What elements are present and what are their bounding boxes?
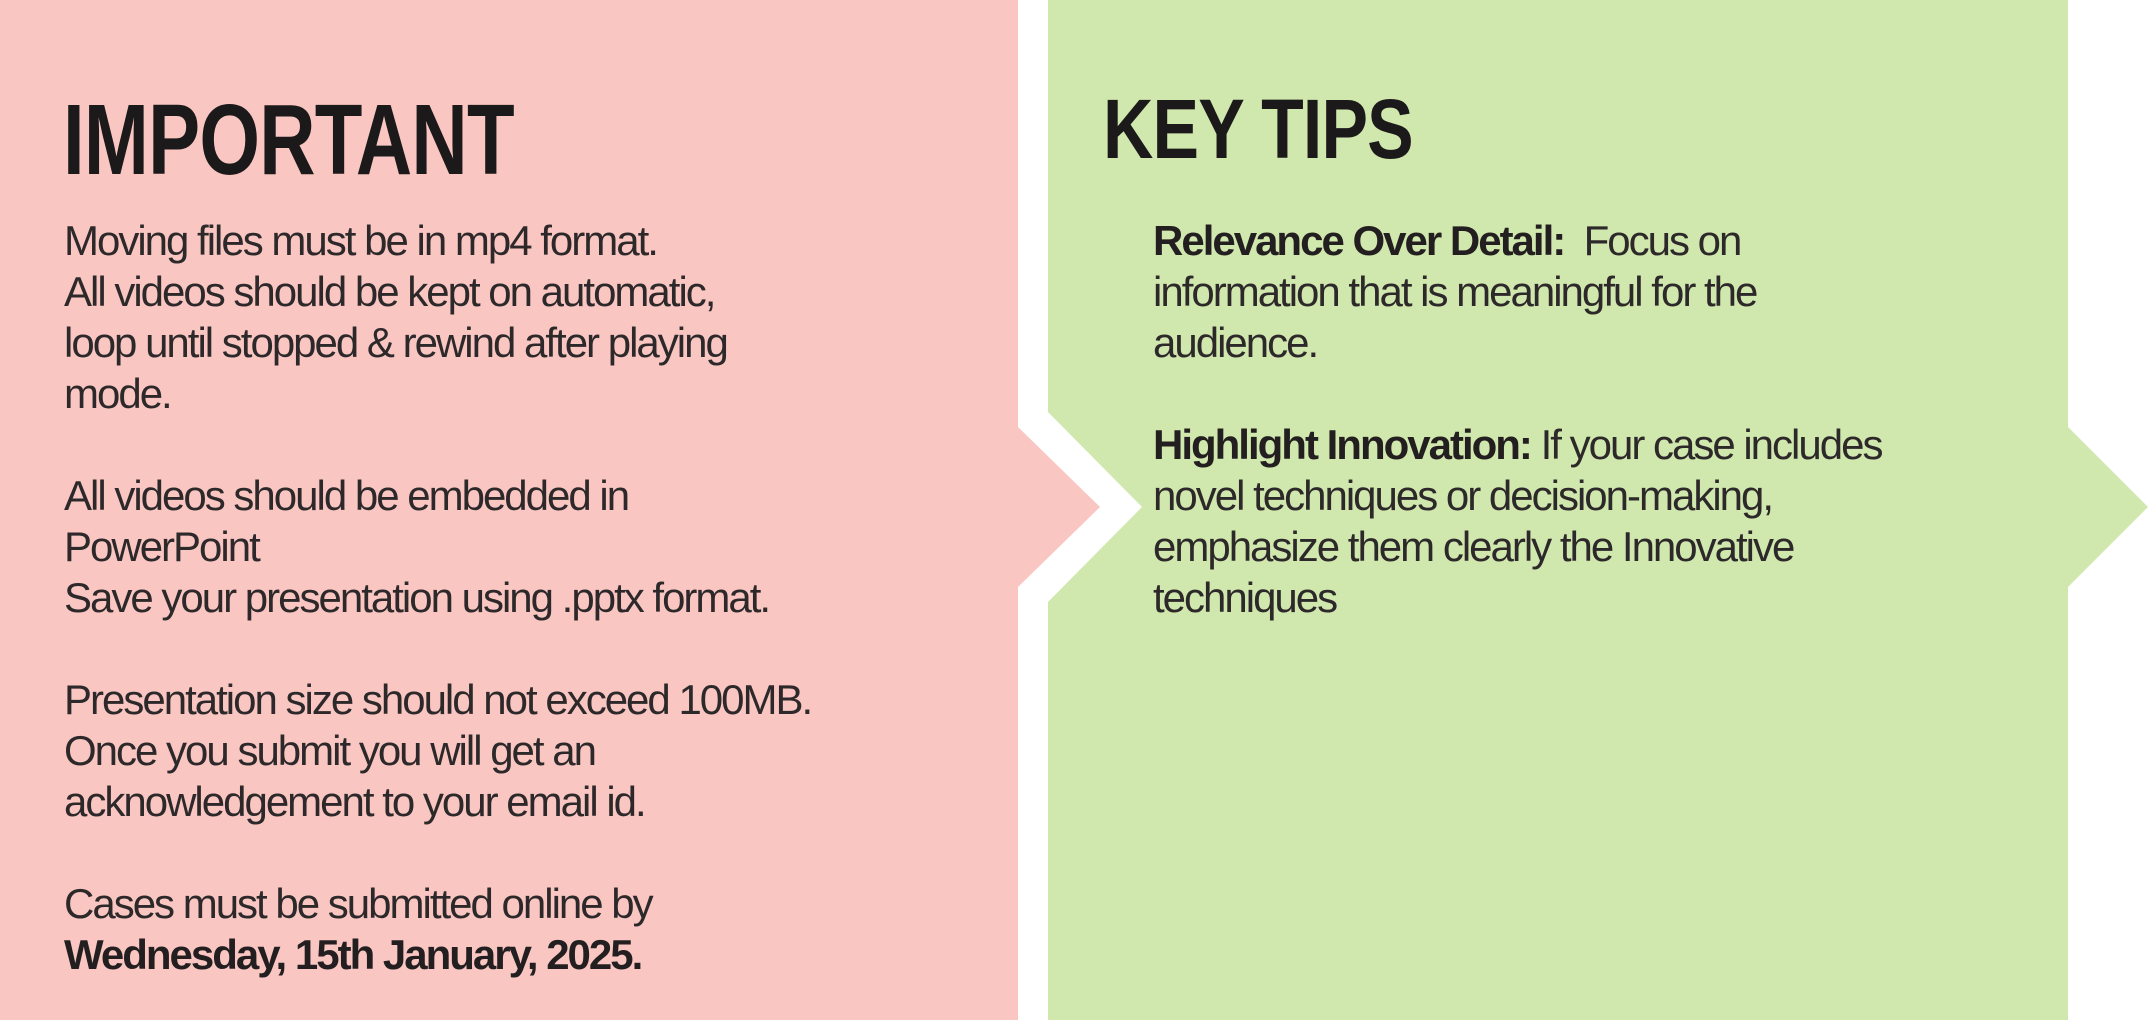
text-line: Save your presentation using .pptx forma… — [64, 574, 771, 621]
important-panel-body: Moving files must be in mp4 format.All v… — [64, 215, 813, 980]
text-line — [64, 827, 811, 878]
text-line — [1153, 368, 1881, 419]
text-line: techniques — [1153, 574, 1338, 621]
text-line: Presentation size should not exceed 100M… — [64, 676, 813, 723]
key-tips-panel-arrow-shape — [1048, 0, 2148, 1020]
text-line: Moving files must be in mp4 format. — [64, 217, 659, 264]
text-line: emphasize them clearly the Innovative — [1153, 523, 1795, 570]
text-line: information that is meaningful for the — [1153, 268, 1758, 315]
important-panel-title: IMPORTANT — [63, 84, 515, 196]
text-line — [64, 419, 811, 470]
text-line: acknowledgement to your email id. — [64, 778, 647, 825]
text-line: All videos should be kept on automatic, — [64, 268, 716, 315]
text-line — [64, 623, 811, 674]
text-line: Wednesday, 15th January, 2025. — [64, 931, 643, 978]
text-line: loop until stopped & rewind after playin… — [64, 319, 729, 366]
text-line: Highlight Innovation: If your case inclu… — [1153, 421, 1883, 468]
key-tips-panel-title: KEY TIPS — [1103, 82, 1414, 176]
text-line: Once you submit you will get an — [64, 727, 597, 774]
text-line: Cases must be submitted online by — [64, 880, 654, 927]
text-line: mode. — [64, 370, 173, 417]
text-line: All videos should be embedded in — [64, 472, 630, 519]
important-panel-arrow-shape — [0, 0, 1100, 1020]
text-line: audience. — [1153, 319, 1319, 366]
text-line: Relevance Over Detail: Focus on — [1153, 217, 1742, 264]
text-line: PowerPoint — [64, 523, 261, 570]
text-line: novel techniques or decision-making, — [1153, 472, 1774, 519]
